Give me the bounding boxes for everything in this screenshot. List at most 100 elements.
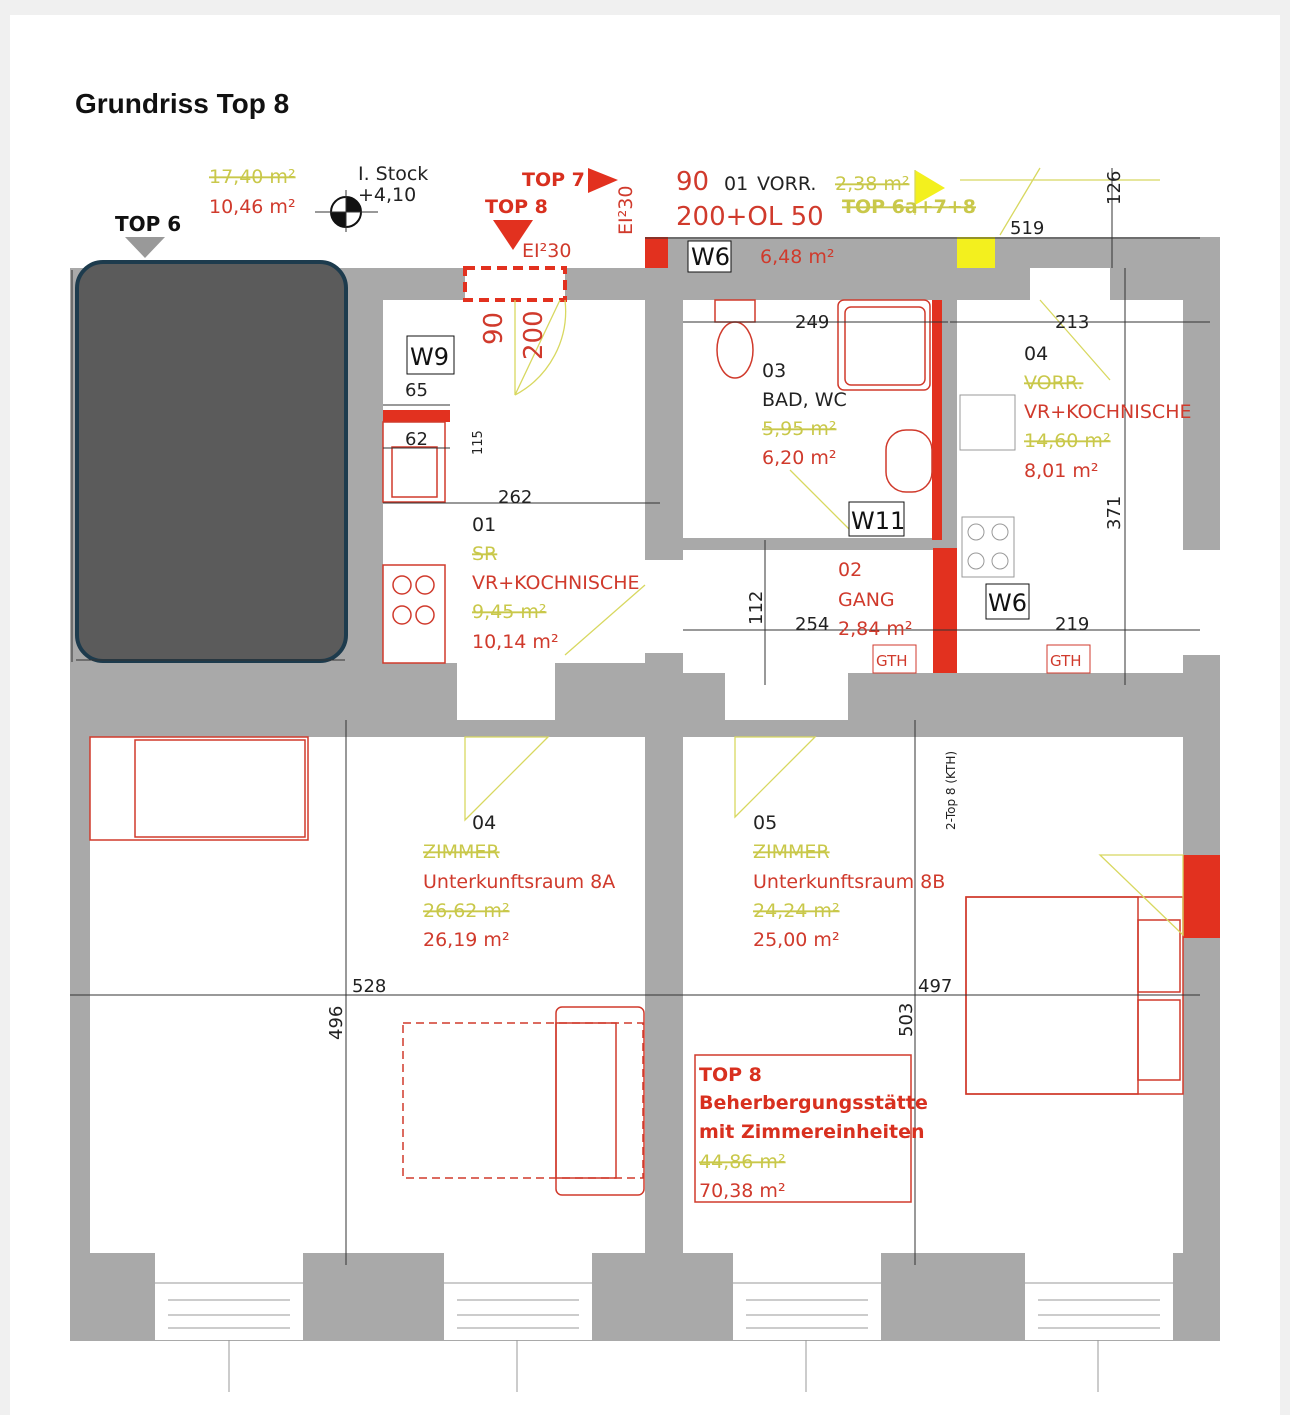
- summary-box: [694, 1054, 912, 1203]
- fire-rating: EI²30: [522, 240, 571, 262]
- wall-upper-right: [668, 237, 1220, 268]
- opening: [1030, 268, 1110, 300]
- room-number: 01: [472, 514, 496, 536]
- dimension: 254: [795, 614, 829, 635]
- dimension: 519: [1010, 218, 1044, 239]
- window-tag: [687, 240, 732, 273]
- summary-line1: Beherbergungsstätte: [699, 1092, 928, 1114]
- door-swings: [464, 167, 1184, 937]
- room-number: 04: [1024, 343, 1048, 365]
- room-area: 26,19 m²: [423, 929, 510, 951]
- dimension: 112: [746, 591, 767, 625]
- windows-bottom: [155, 1253, 1173, 1392]
- room-area: 2,84 m²: [838, 618, 912, 640]
- elevation-label: +4,10: [358, 184, 416, 206]
- dimension: 371: [1104, 496, 1125, 530]
- room-name: BAD, WC: [762, 389, 847, 411]
- window-tag: [406, 335, 455, 375]
- gth-tag: [872, 644, 917, 674]
- window-tag: [985, 583, 1030, 620]
- top7-label: TOP 7: [522, 169, 585, 191]
- dimension: 503: [896, 1003, 917, 1037]
- dimension: 497: [918, 976, 952, 997]
- opening: [457, 663, 555, 720]
- room-old-area: 24,24 m²: [753, 900, 840, 922]
- room-old-name: SR: [472, 543, 497, 565]
- shared-label: TOP 6a+7+8: [842, 196, 976, 218]
- window-label: W6: [691, 243, 730, 271]
- door-height: 200: [519, 310, 549, 360]
- top6-marker-icon: [125, 237, 165, 258]
- level-label: I. Stock: [358, 163, 428, 185]
- room-number: 02: [838, 559, 862, 581]
- dimension: 496: [326, 1006, 347, 1040]
- room-area: 6,48 m²: [760, 246, 834, 268]
- room-area: 25,00 m²: [753, 929, 840, 951]
- kth-label: 2-Top 8 (KTH): [944, 751, 958, 830]
- window-label: W6: [988, 589, 1027, 617]
- room-area: 8,01 m²: [1024, 460, 1098, 482]
- room-old-area: 14,60 m²: [1024, 430, 1111, 452]
- dimension: 262: [498, 487, 532, 508]
- door-width: 90: [479, 312, 509, 345]
- gth-label: GTH: [876, 652, 908, 670]
- dimension: 126: [1104, 171, 1125, 205]
- dimension: 62: [405, 429, 428, 450]
- dimension: 528: [352, 976, 386, 997]
- opening: [725, 673, 848, 720]
- door-opening: [465, 268, 565, 300]
- room-name: VR+KOCHNISCHE: [1024, 401, 1191, 423]
- red-wall: [645, 237, 668, 268]
- page-title: Grundriss Top 8: [75, 88, 290, 119]
- dimension: 213: [1055, 312, 1089, 333]
- top8-marker-icon: [493, 220, 533, 250]
- area: 10,46 m²: [209, 196, 296, 218]
- room-03: [683, 300, 932, 538]
- blocked-area: [75, 260, 348, 663]
- room-old-area: 26,62 m²: [423, 900, 510, 922]
- opening: [1183, 550, 1220, 655]
- room-old-area: 9,45 m²: [472, 601, 546, 623]
- summary-title: TOP 8: [699, 1064, 762, 1086]
- room-no: 01: [724, 173, 748, 195]
- room-old-name: ZIMMER: [423, 841, 500, 863]
- red-wall: [383, 410, 450, 422]
- summary-line2: mit Zimmereinheiten: [699, 1121, 925, 1143]
- room-old-area: 2,38 m²: [835, 173, 909, 195]
- opening: [645, 560, 683, 653]
- top7-marker-icon: [588, 168, 618, 193]
- room-name: GANG: [838, 589, 895, 611]
- dimension: 65: [405, 380, 428, 401]
- gth-tag: [1046, 644, 1091, 674]
- top8-label: TOP 8: [485, 196, 548, 218]
- room-old-name: VORR.: [1024, 372, 1083, 394]
- red-wall: [1183, 855, 1220, 938]
- window-tag: [848, 501, 905, 537]
- gth-label: GTH: [1050, 652, 1082, 670]
- old-area: 17,40 m²: [209, 166, 296, 188]
- room-area: 10,14 m²: [472, 631, 559, 653]
- room-number: 05: [753, 812, 777, 834]
- top6-label: TOP 6: [115, 212, 181, 236]
- yellow-marker-icon: [915, 170, 945, 205]
- room-old-area: 5,95 m²: [762, 418, 836, 440]
- room-name: VORR.: [757, 173, 816, 195]
- room-number: 03: [762, 360, 786, 382]
- dimension: 219: [1055, 614, 1089, 635]
- door-width: 90: [676, 167, 709, 197]
- kitchen-fixtures: [959, 394, 1016, 578]
- room-number: 04: [472, 812, 496, 834]
- window-label: W9: [410, 343, 449, 371]
- red-wall: [933, 548, 957, 673]
- red-wall: [932, 300, 942, 540]
- dimension: 115: [471, 430, 486, 455]
- room-old-name: ZIMMER: [753, 841, 830, 863]
- room-name: Unterkunftsraum 8A: [423, 871, 615, 893]
- yellow-wall: [957, 237, 995, 268]
- room-area: 6,20 m²: [762, 447, 836, 469]
- summary-area: 70,38 m²: [699, 1180, 786, 1202]
- window-label: W11: [851, 507, 905, 535]
- room-name: Unterkunftsraum 8B: [753, 871, 945, 893]
- room-name: VR+KOCHNISCHE: [472, 572, 639, 594]
- door-label: 200+OL 50: [676, 202, 824, 232]
